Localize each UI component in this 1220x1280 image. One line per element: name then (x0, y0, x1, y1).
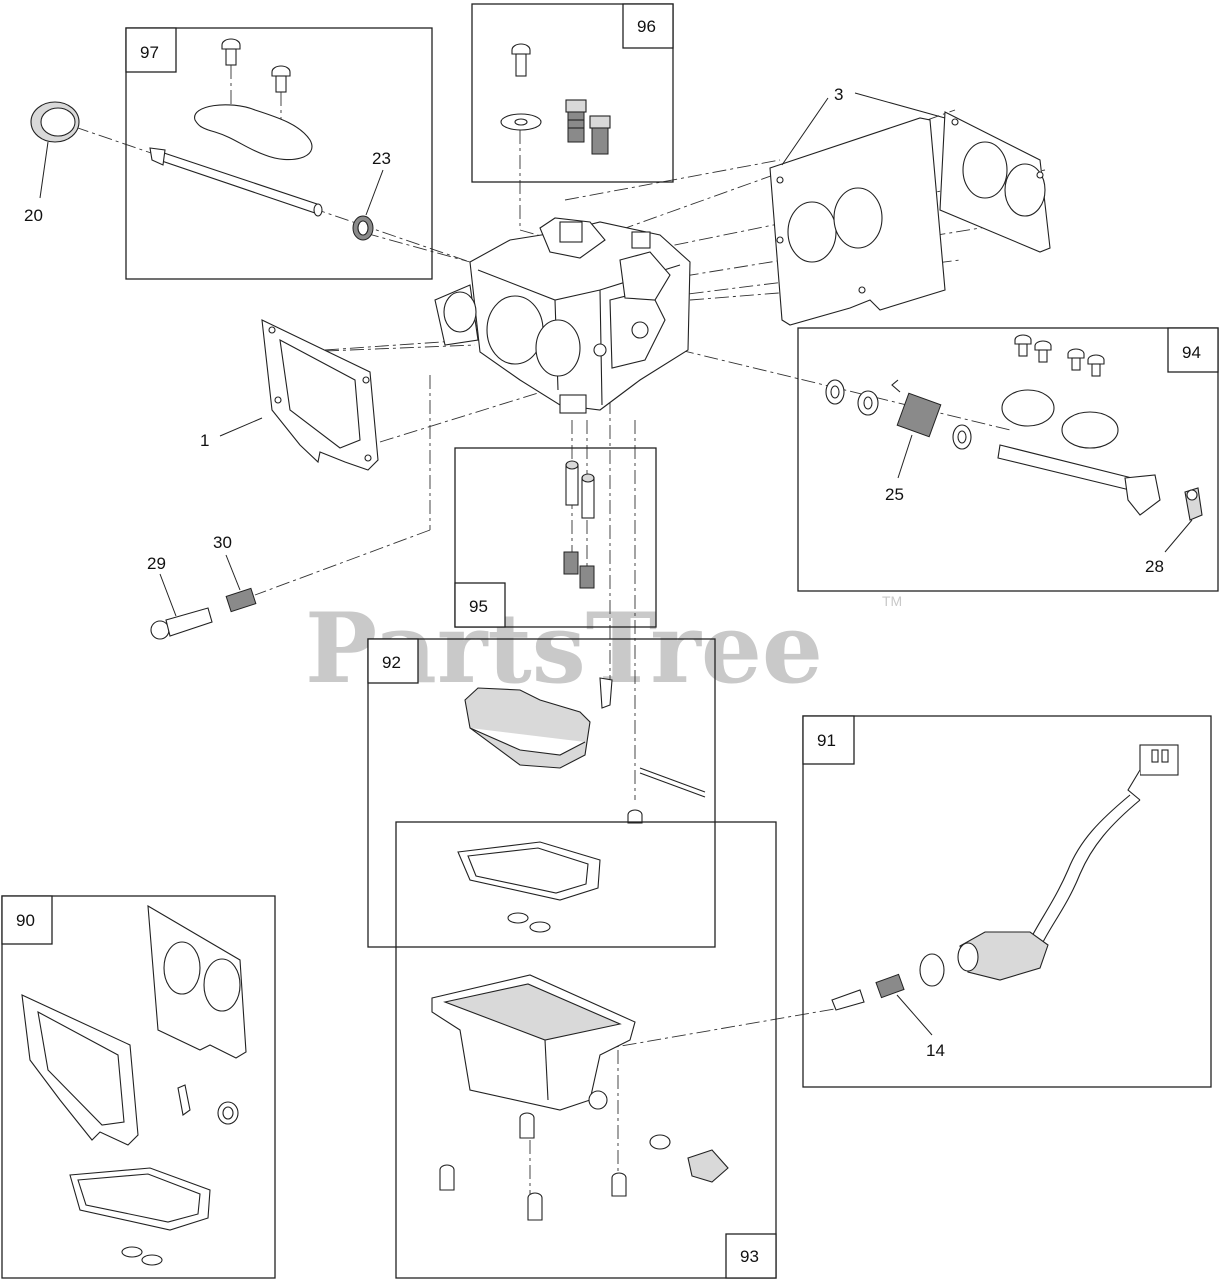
callout-23: 23 (372, 149, 391, 168)
kit-93-frame (395, 821, 777, 1279)
kit-95-label: 95 (469, 597, 488, 616)
kit-90-tag (1, 895, 53, 945)
kit-94-tag (1167, 327, 1219, 373)
kit-90-gasket-kit: 90 (1, 895, 276, 1279)
kit-93-float-bowl: 93 (395, 821, 777, 1279)
kit-97-frame (125, 27, 433, 280)
kit-95-needles: 95 (454, 447, 657, 628)
kit-92-tag (367, 638, 419, 684)
kit-96-label: 96 (637, 17, 656, 36)
bracket-28-icon (1184, 487, 1203, 521)
jet-icon (589, 115, 611, 155)
spring-25-icon (891, 379, 942, 438)
carburetor-body (434, 217, 691, 414)
callout-28: 28 (1145, 557, 1164, 576)
callout-leaders (39, 92, 1193, 1036)
callout-25: 25 (885, 485, 904, 504)
gasket-1 (261, 319, 379, 471)
kit-94-throttle-shaft: 94 (797, 327, 1219, 592)
kit-94-label: 94 (1182, 343, 1201, 362)
callout-30: 30 (213, 533, 232, 552)
kit-97-choke-shaft: 97 (125, 27, 433, 280)
seal-ring-20 (30, 101, 80, 143)
kit-93-tag (725, 1233, 777, 1279)
kit-97-label: 97 (140, 43, 159, 62)
kit-92-frame (367, 638, 716, 948)
kit-91-frame (802, 715, 1212, 1088)
kit-90-label: 90 (16, 911, 35, 930)
kit-94-frame (797, 327, 1219, 592)
watermark-trademark: TM (882, 593, 902, 609)
callout-29: 29 (147, 554, 166, 573)
spring-30-icon (225, 587, 257, 613)
kit-91-tag (802, 715, 855, 765)
kit-96-frame (471, 3, 674, 183)
kit-96-tag (622, 3, 674, 49)
spring-14-icon (875, 973, 905, 999)
kit-92-float: 92 (367, 638, 716, 948)
callout-3: 3 (834, 85, 843, 104)
kit-95-tag (454, 582, 506, 628)
kit-91-solenoid: 91 (802, 715, 1212, 1088)
idle-screw-29 (150, 607, 213, 640)
gaskets-3 (769, 111, 1051, 326)
spring-23-icon (352, 215, 374, 241)
kit-95-frame (454, 447, 657, 628)
kit-91-label: 91 (817, 731, 836, 750)
callout-1: 1 (200, 431, 209, 450)
kit-90-frame (1, 895, 276, 1279)
callout-14: 14 (926, 1041, 945, 1060)
kit-97-tag (125, 27, 177, 73)
kit-92-label: 92 (382, 653, 401, 672)
jet-icon (565, 99, 587, 143)
callout-20: 20 (24, 206, 43, 225)
callout-labels: 20 23 3 1 25 28 29 30 14 (24, 85, 1164, 1060)
kit-93-label: 93 (740, 1247, 759, 1266)
kit-96-jets: 96 (471, 3, 674, 183)
